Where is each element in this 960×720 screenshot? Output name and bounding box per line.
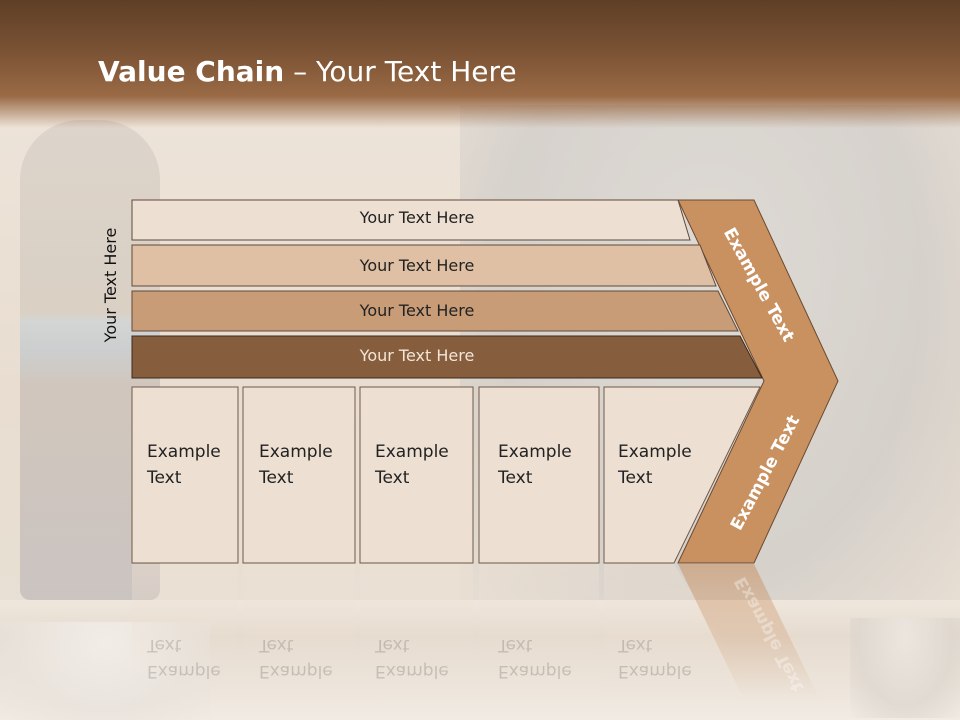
diagram-reflection bbox=[132, 564, 820, 700]
cell-reflection-3 bbox=[360, 564, 473, 684]
band-1[interactable] bbox=[131, 199, 691, 241]
activity-cell-4[interactable] bbox=[478, 386, 600, 564]
title-bar bbox=[0, 0, 960, 128]
band-3-label: Your Text Here bbox=[359, 301, 475, 320]
background-paint-bucket-right bbox=[850, 618, 960, 718]
cell-reflection-5 bbox=[604, 564, 760, 700]
cell-reflection-4 bbox=[479, 564, 599, 684]
slide-title-bold: Value Chain bbox=[98, 55, 285, 88]
cell-2-label-reflection: Example Text bbox=[259, 635, 333, 681]
cell-2-label: Example Text bbox=[259, 442, 333, 488]
cell-4-label-reflection: Example Text bbox=[498, 635, 572, 681]
band-4[interactable] bbox=[131, 335, 763, 379]
slide-title-rest: – Your Text Here bbox=[284, 55, 517, 88]
activity-cell-3[interactable] bbox=[359, 386, 474, 564]
cell-3-label: Example Text bbox=[375, 442, 449, 488]
cell-1-label: Example Text bbox=[147, 442, 221, 488]
activity-cell-1[interactable] bbox=[131, 386, 239, 564]
cell-5-label: Example Text bbox=[618, 442, 692, 488]
cell-4-label: Example Text bbox=[498, 442, 572, 488]
band-2[interactable] bbox=[131, 244, 717, 287]
cell-5-label-reflection: Example Text bbox=[618, 635, 692, 681]
arrow-reflection bbox=[678, 564, 820, 700]
band-2-label: Your Text Here bbox=[359, 256, 475, 275]
band-1-label: Your Text Here bbox=[359, 208, 475, 227]
activity-cell-2[interactable] bbox=[242, 386, 356, 564]
cell-3-label-reflection: Example Text bbox=[375, 635, 449, 681]
value-chain-arrow bbox=[677, 199, 839, 564]
cell-reflection-1 bbox=[132, 564, 238, 684]
slide-title: Value Chain – Your Text Here bbox=[98, 55, 517, 88]
activity-cell-5[interactable] bbox=[603, 386, 761, 564]
cell-reflection-2 bbox=[243, 564, 355, 684]
vertical-label: Your Text Here bbox=[101, 227, 120, 343]
band-4-label: Your Text Here bbox=[359, 346, 475, 365]
band-3[interactable] bbox=[131, 290, 739, 332]
cell-1-label-reflection: Example Text bbox=[147, 635, 221, 681]
